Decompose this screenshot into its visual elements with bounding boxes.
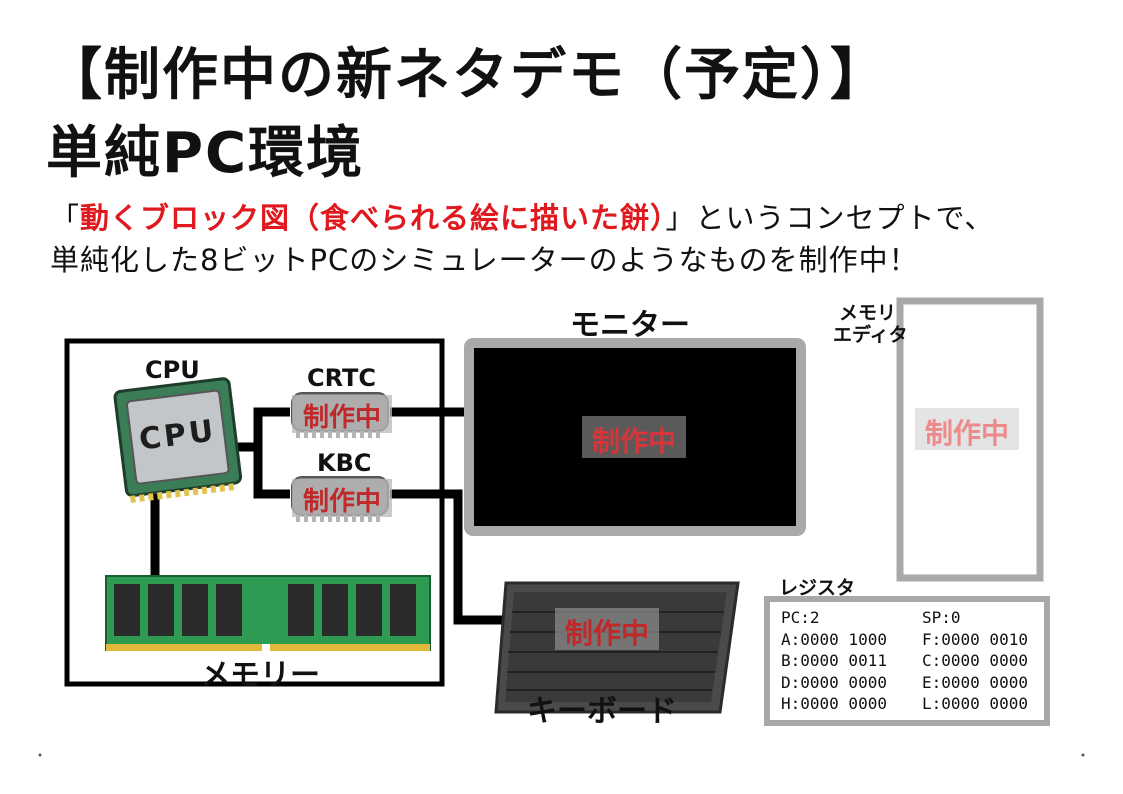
concept-rest: というコンセプトで、 [695,201,995,235]
register-table: PC:2 SP:0 A:0000 1000 F:0000 0010 B:0000 0… [781,607,1028,715]
keyboard-wip-bg [555,608,659,650]
register-right: E:0000 0000 [922,672,1028,692]
crtc-label: CRTC [307,364,376,392]
kbc-wip-badge: 制作中 [302,487,381,517]
register-row: D:0000 0000 E:0000 0000 [781,672,1028,694]
concept-text: 「動くブロック図（食べられる絵に描いた餅）」というコンセプトで、 [50,198,994,238]
quote-close: 」 [665,201,696,235]
kbc-label: KBC [317,449,372,477]
register-row: A:0000 1000 F:0000 0010 [781,629,1028,651]
cpu-chip-icon [113,377,243,503]
memory-editor-label-line2: エディタ [833,324,908,346]
register-right: L:0000 0000 [922,694,1028,713]
description-text: 単純化した8ビットPCのシミュレーターのようなものを制作中！ [50,243,919,277]
memory-editor-label-line1: メモリ [839,302,897,324]
register-left: B:0000 0011 [781,651,887,670]
register-label: レジスタ [779,577,856,599]
register-frame [764,596,1050,726]
cpu-label: CPU [145,356,200,384]
page-title: 【制作中の新ネタデモ（予定）】 [46,43,888,108]
monitor-wip-badge: 制作中 [591,425,676,458]
concept-highlight: 動くブロック図（食べられる絵に描いた餅） [80,201,666,235]
register-left: H:0000 0000 [781,694,887,713]
bus-lines [150,407,510,625]
quote-open: 「 [50,201,81,235]
register-row: B:0000 0011 C:0000 0000 [781,650,1028,672]
memory-editor-wip-bg [915,408,1019,450]
page-subtitle-heading: 単純PC環境 [46,121,365,186]
bus-cpu-crtc [232,407,290,452]
mainboard-frame [64,338,445,687]
register-right: SP:0 [922,608,961,627]
register-right: C:0000 0000 [922,651,1028,670]
kbc-wip-bg [292,479,392,517]
register-row: H:0000 0000 L:0000 0000 [781,693,1028,715]
register-left: PC:2 [781,608,820,627]
monitor-wip-bg [582,416,686,458]
register-left: D:0000 0000 [781,672,887,692]
register-left: A:0000 1000 [781,629,887,649]
register-row: PC:2 SP:0 [781,607,1028,629]
bus-cpu-kbc [253,447,290,499]
crtc-wip-badge: 制作中 [302,403,381,433]
bus-kbc-keyboard [390,489,510,625]
memory-label: メモリー [200,658,320,693]
memory-module-icon [105,575,431,652]
crtc-wip-bg [292,395,392,433]
memory-editor-wip-badge: 制作中 [924,417,1009,450]
register-right: F:0000 0010 [922,629,1028,649]
keyboard-wip-badge: 制作中 [564,617,649,650]
keyboard-label: キーボード [527,694,677,729]
memory-editor-label: メモリ エディタ [833,302,908,346]
monitor-label: モニター [570,308,690,343]
